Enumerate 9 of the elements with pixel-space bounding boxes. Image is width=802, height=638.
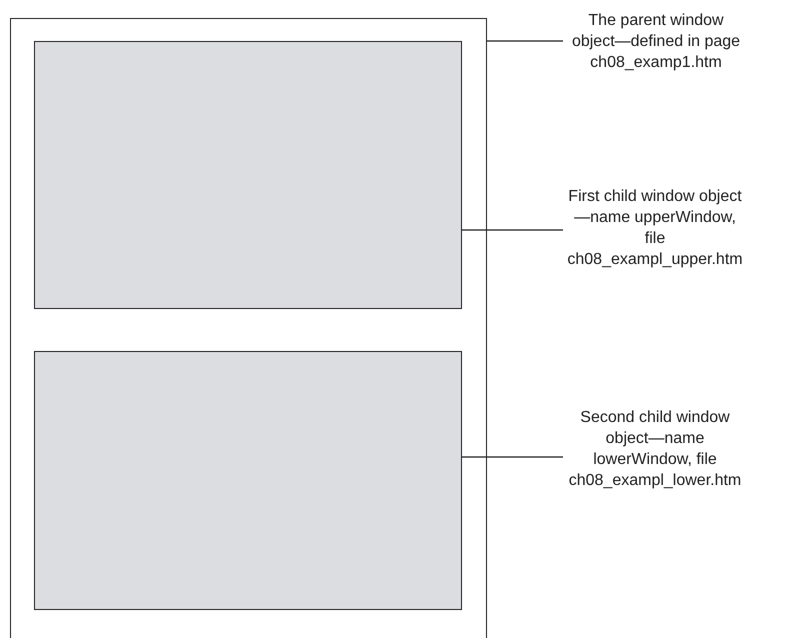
leader-line xyxy=(461,229,563,231)
callout-text: First child window object—name upperWindow, file ch08_exampl_upper.htm xyxy=(565,186,745,270)
frame-panel xyxy=(34,41,462,309)
leader-line xyxy=(486,40,563,42)
leader-line xyxy=(461,456,563,458)
frame-panel xyxy=(34,351,462,610)
window-outline xyxy=(10,18,487,638)
callout-text: The parent window object—defined in page ch08_examp1.htm xyxy=(565,10,747,73)
callout-text: Second child window object—name lowerWindow, file ch08_exampl_lower.htm xyxy=(565,407,745,491)
